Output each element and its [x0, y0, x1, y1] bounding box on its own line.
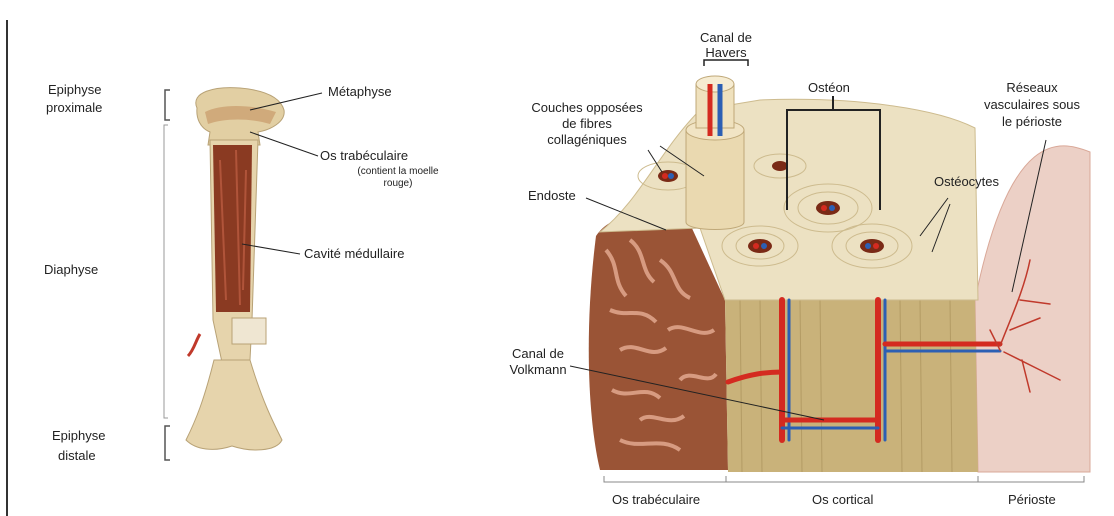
long-bone-drawing [186, 88, 284, 450]
bottom-bracket-trabeculaire [604, 476, 726, 482]
label-os-trabeculaire-note-line1: (contient la moelle [318, 166, 478, 177]
label-canal-volkmann-line1: Canal de [498, 346, 578, 361]
bottom-bracket-perioste [978, 476, 1084, 482]
osteon-cylinder [686, 130, 744, 230]
bone-cut-window [232, 318, 266, 344]
label-reseaux-line1: Réseaux [968, 80, 1096, 95]
label-endoste: Endoste [528, 188, 576, 203]
label-os-trabeculaire: Os trabéculaire [320, 148, 408, 163]
label-epiphyse-distale-line2: distale [58, 448, 96, 463]
cortical-front-face [725, 300, 978, 472]
cortical-bone-block [589, 76, 1090, 472]
bracket-canal-havers [704, 60, 748, 66]
label-canal-volkmann-line2: Volkmann [498, 362, 578, 377]
periosteum-layer [975, 146, 1090, 472]
label-epiphyse-proximale-line2: proximale [46, 100, 102, 115]
label-metaphyse: Métaphyse [328, 84, 392, 99]
bracket-epiphyse-distale [165, 426, 170, 460]
label-bottom-os-cortical: Os cortical [812, 492, 873, 507]
label-couches-line1: Couches opposées [512, 100, 662, 115]
label-bottom-perioste: Périoste [1008, 492, 1056, 507]
bone-distal-end [186, 360, 282, 450]
label-epiphyse-distale-line1: Epiphyse [52, 428, 105, 443]
label-reseaux-line3: le périoste [968, 114, 1096, 129]
bracket-epiphyse-proximale [165, 90, 170, 120]
label-canal-havers-line2: Havers [676, 45, 776, 60]
bracket-diaphyse [164, 125, 168, 418]
label-couches-line3: collagéniques [512, 132, 662, 147]
label-canal-havers-line1: Canal de [676, 30, 776, 45]
label-osteon: Ostéon [808, 80, 850, 95]
label-osteocytes: Ostéocytes [934, 174, 999, 189]
label-cavite-medullaire: Cavité médullaire [304, 246, 404, 261]
bottom-bracket-cortical [726, 476, 978, 482]
label-couches-line2: de fibres [512, 116, 662, 131]
label-diaphyse: Diaphyse [44, 262, 98, 277]
label-epiphyse-proximale-line1: Epiphyse [48, 82, 101, 97]
label-reseaux-line2: vasculaires sous [968, 97, 1096, 112]
label-bottom-os-trabeculaire: Os trabéculaire [612, 492, 700, 507]
label-os-trabeculaire-note-line2: rouge) [318, 178, 478, 189]
